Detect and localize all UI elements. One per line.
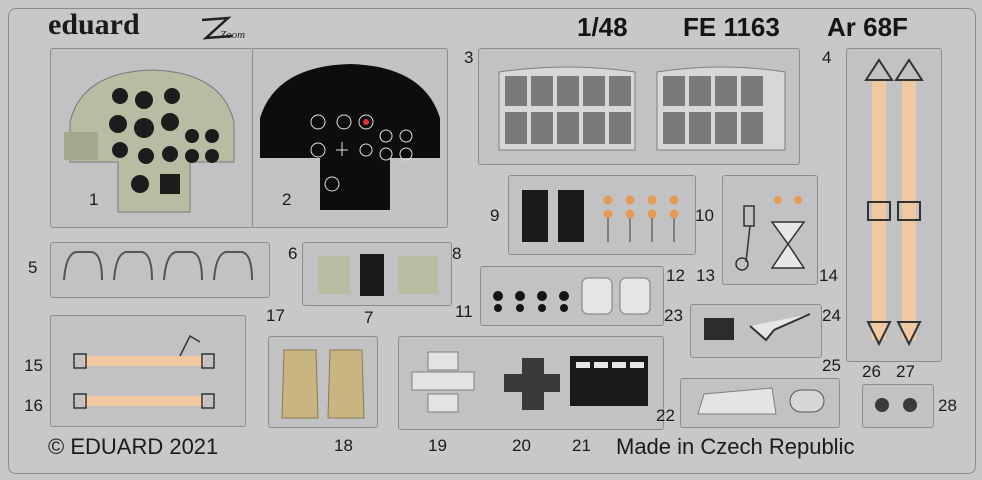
part-label-14: 14 [819,266,838,285]
part-label-7: 7 [364,308,374,327]
part-label-25: 25 [822,356,841,375]
zoom-logo: Zoom [201,16,245,41]
part-label-18: 18 [334,436,353,455]
part-label-13: 13 [696,266,715,285]
part-label-27: 27 [896,362,915,381]
rudder-pedals [63,251,253,281]
part-label-1: 1 [89,190,99,209]
copyright-text: © EDUARD 2021 [48,434,219,459]
part-label-12: 12 [666,266,685,285]
bolt-heads-26-27 [875,398,917,412]
harness-belts [864,58,924,347]
part-label-11: 11 [455,302,473,321]
part-label-15: 15 [24,356,43,375]
part-label-2: 2 [282,190,292,209]
small-panels-6-8 [318,254,438,296]
part-label-9: 9 [490,206,500,225]
part-label-4: 4 [822,48,832,67]
instrument-panel-green [64,69,235,213]
part-label-20: 20 [512,436,531,455]
instrument-panel-black [260,64,440,210]
origin-text: Made in Czech Republic [616,434,855,459]
lap-belts [73,334,215,409]
part-22-shapes [697,387,825,415]
part-label-22: 22 [656,406,675,425]
part-label-23: 23 [664,306,683,325]
part-label-17: 17 [266,306,285,325]
part-label-5: 5 [28,258,38,277]
part-label-19: 19 [428,436,447,455]
part-label-10: 10 [695,206,714,225]
parts-23-24 [704,313,811,342]
model-name: Ar 68F [827,12,908,42]
part-label-3: 3 [464,48,474,67]
scale-label: 1/48 [577,12,628,42]
part-label-16: 16 [24,396,43,415]
radiator-grilles [498,66,786,151]
part-label-26: 26 [862,362,881,381]
part-label-6: 6 [288,244,298,263]
eduard-logo: eduard [48,8,140,41]
set-code: FE 1163 [683,12,780,42]
parts-26-27-frame [862,384,934,428]
parts-11-12 [493,277,651,315]
part-label-24: 24 [822,306,841,325]
seat-pads [281,349,365,419]
parts-19-21 [411,351,648,413]
control-parts-13-14 [735,196,806,271]
belt-strip-frame [846,48,942,362]
part-label-21: 21 [572,436,591,455]
part-label-8: 8 [452,244,462,263]
gauges-and-levers-9-10 [522,190,679,242]
part-label-28: 28 [938,396,957,415]
svg-text:Zoom: Zoom [220,29,245,41]
